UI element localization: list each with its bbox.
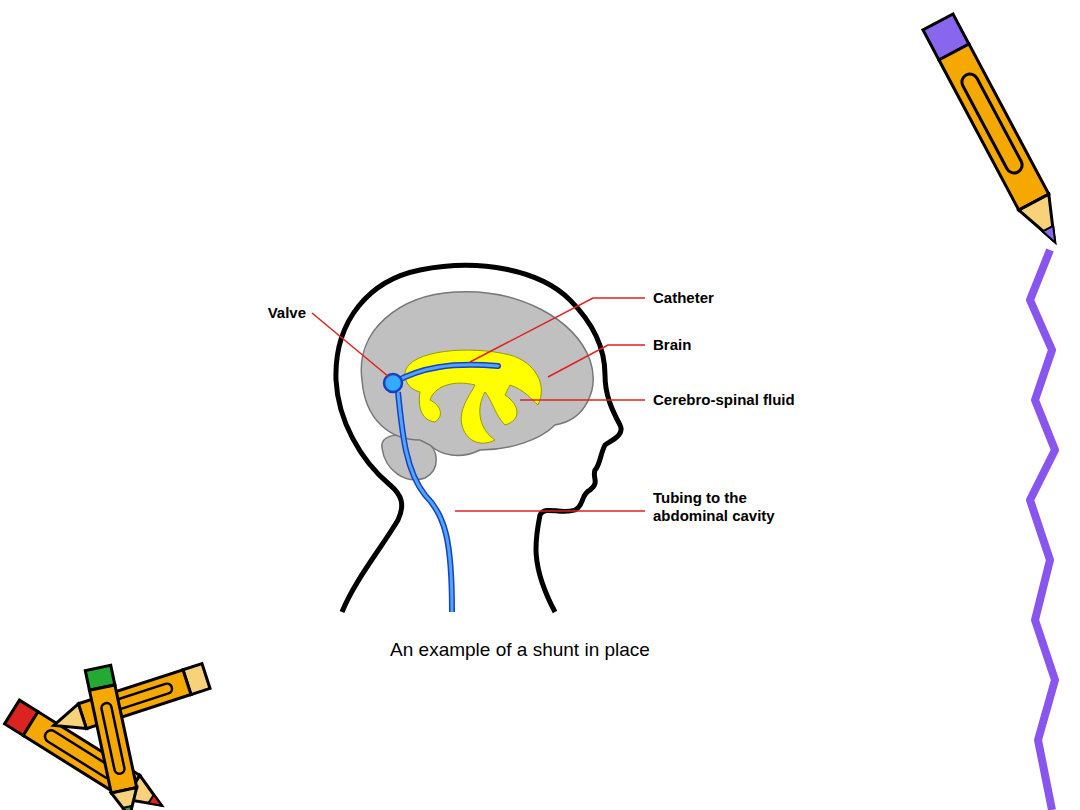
leader-line: [312, 313, 389, 377]
leader-lines: [312, 298, 645, 511]
tubing: [398, 392, 452, 612]
part-label: Catheter: [653, 289, 853, 307]
head-outline: [336, 265, 621, 612]
pencil-clipart: [50, 664, 210, 738]
leader-line: [520, 399, 645, 401]
catheter: [395, 365, 498, 382]
leader-line: [548, 345, 645, 377]
valve: [384, 374, 402, 392]
pencil-clipart: [85, 665, 142, 810]
leader-line: [470, 298, 645, 362]
pencil-clipart: [923, 14, 1070, 251]
tubing: [398, 392, 452, 612]
part-label: Brain: [653, 336, 853, 354]
part-label: Cerebro-spinal fluid: [653, 391, 873, 409]
wavy-border: [1030, 250, 1055, 810]
part-label: Valve: [186, 304, 306, 322]
leader-line: [455, 510, 645, 512]
caption: An example of a shunt in place: [300, 639, 740, 661]
catheter: [395, 365, 498, 382]
part-label: Tubing to the abdominal cavity: [653, 489, 798, 525]
